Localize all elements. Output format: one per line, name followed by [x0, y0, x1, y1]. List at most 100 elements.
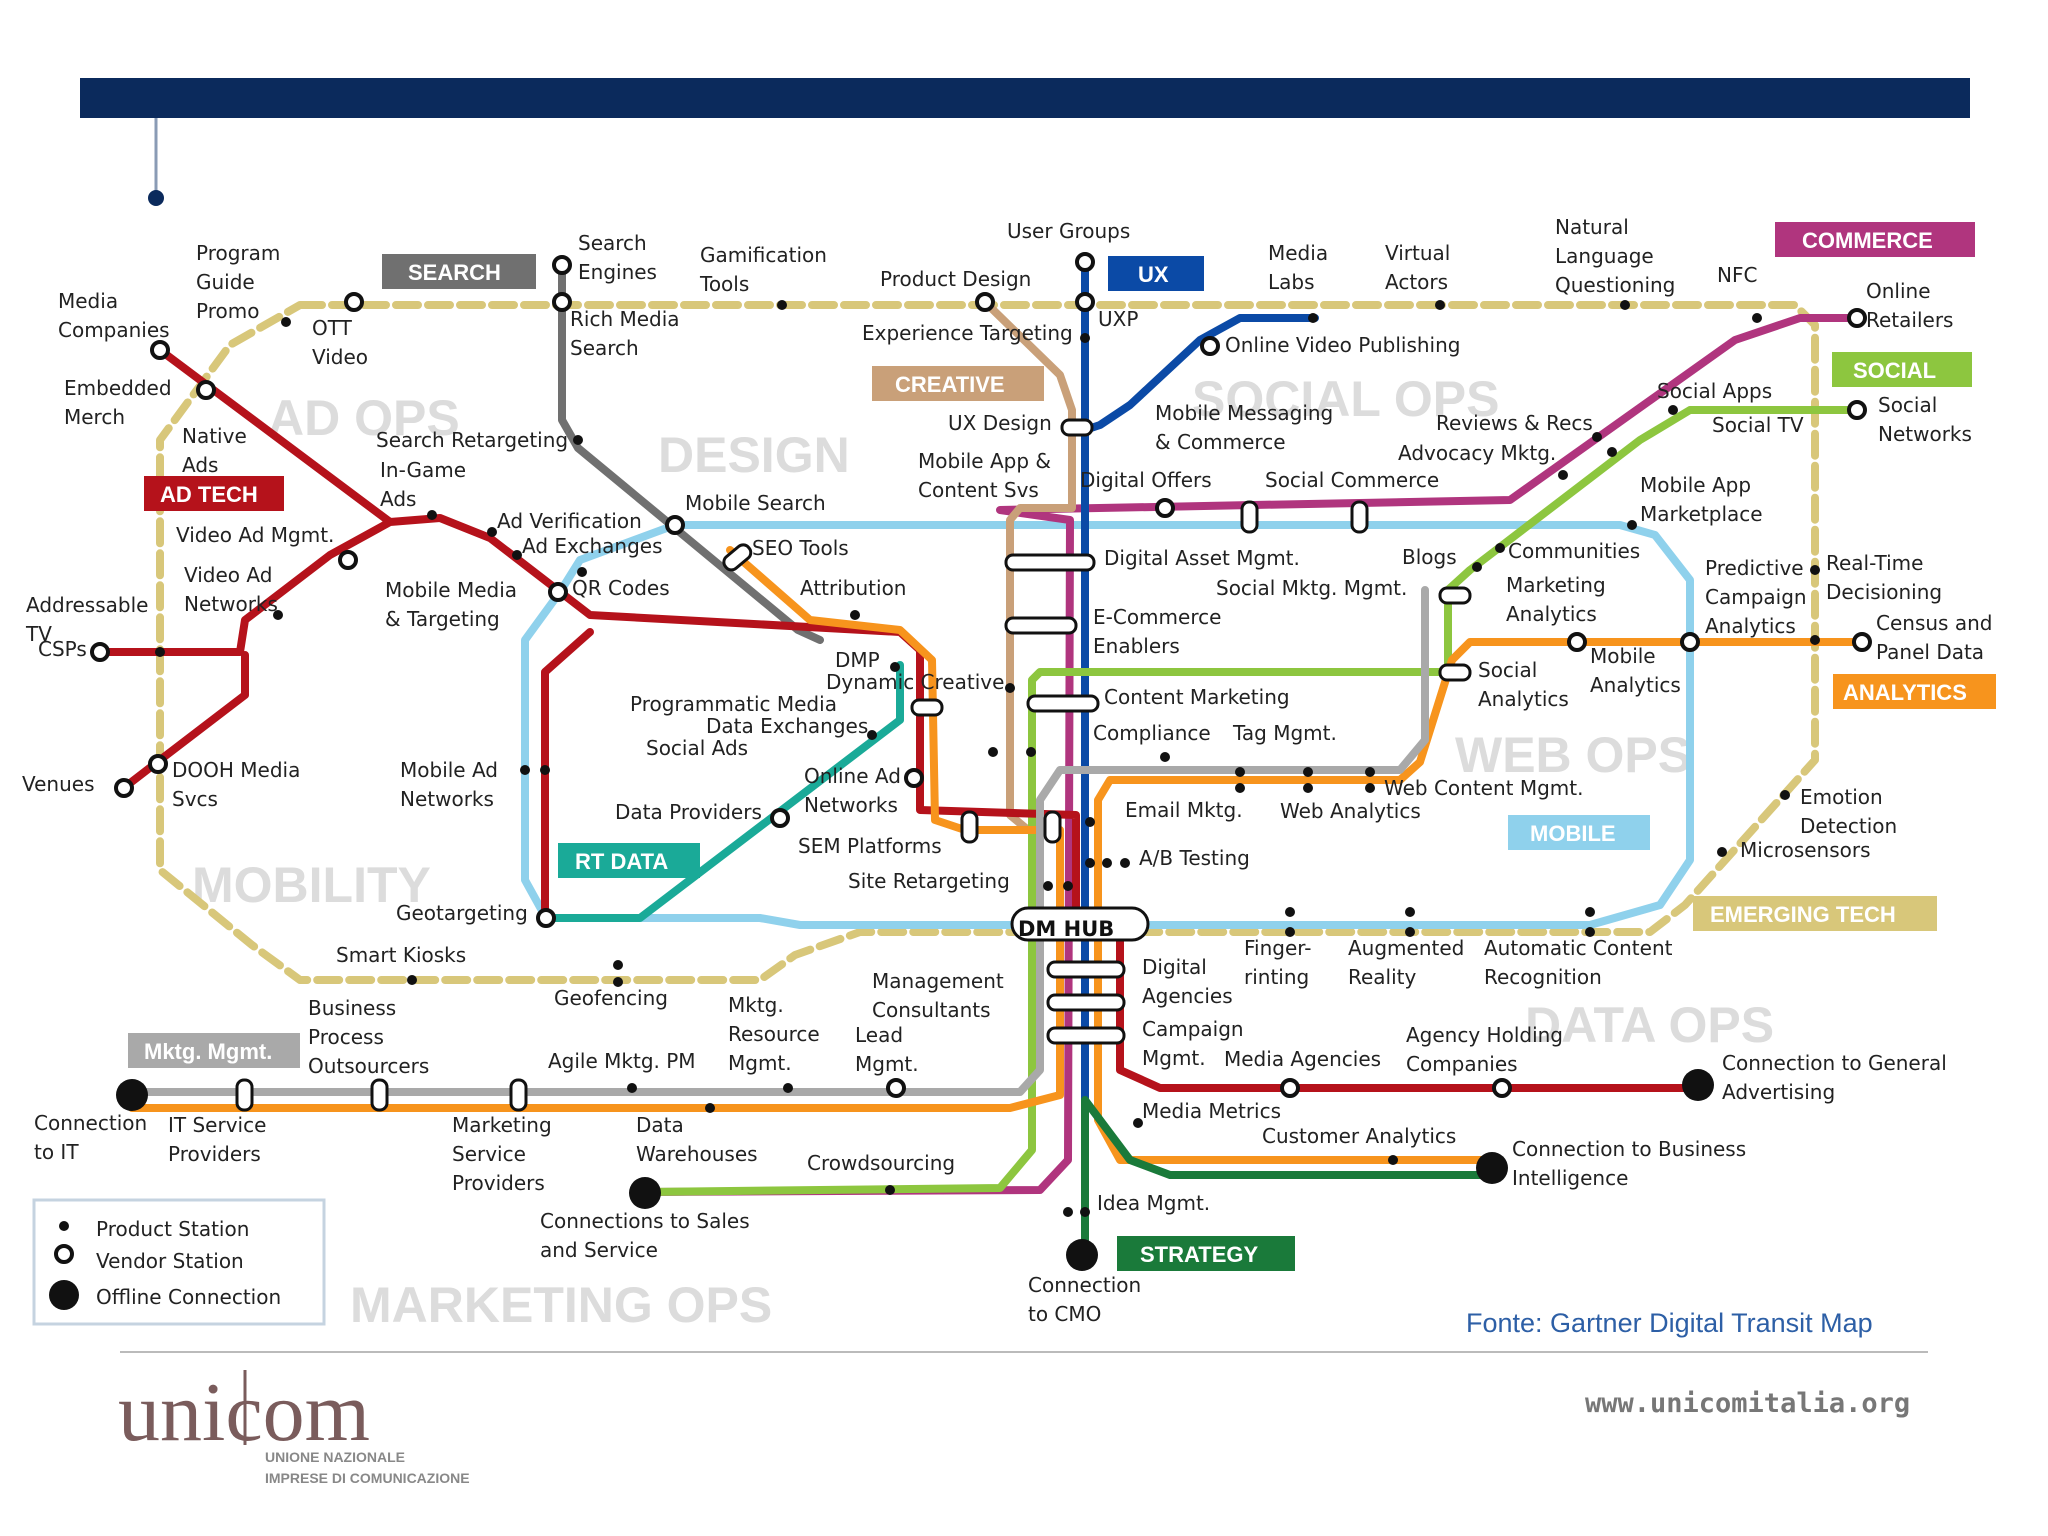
zone-design: DESIGN [658, 427, 850, 483]
product-station [1005, 683, 1015, 693]
product-station [1133, 1118, 1143, 1128]
vendor-station [1075, 292, 1095, 312]
vendor-station [552, 255, 572, 275]
product-station [540, 765, 550, 775]
website-link[interactable]: www.unicomitalia.org [1585, 1388, 1910, 1419]
vendor-station [1075, 252, 1095, 272]
product-station [1080, 1207, 1090, 1217]
product-station [573, 435, 583, 445]
dm-hub [1010, 906, 1150, 942]
product-station [1592, 432, 1602, 442]
station-label-finger-printing: Finger-rinting [1244, 936, 1311, 989]
station-label-dmp: DMP [835, 648, 880, 672]
product-station [512, 550, 522, 560]
vendor-station [536, 908, 556, 928]
product-station [1405, 907, 1415, 917]
station-label-communities: Communities [1508, 539, 1640, 563]
vendor-station [548, 582, 568, 602]
product-station [1085, 858, 1095, 868]
station-label-digital-asset-mgmt: Digital Asset Mgmt. [1104, 546, 1300, 570]
product-station [1780, 790, 1790, 800]
vendor-station [114, 778, 134, 798]
station-label-csps: CSPs [38, 637, 87, 661]
station-label-digital-offers: Digital Offers [1080, 468, 1212, 492]
header-bar [80, 78, 1970, 118]
product-station [1472, 562, 1482, 572]
interchange [1240, 500, 1259, 534]
product-station [1235, 783, 1245, 793]
station-label-online-video-publishing: Online Video Publishing [1225, 333, 1460, 357]
vendor-station [1280, 1078, 1300, 1098]
offline-connections [116, 1069, 1714, 1271]
vendor-station [1567, 632, 1587, 652]
product-station [1102, 858, 1112, 868]
vendor-station [1155, 498, 1175, 518]
line-creative [981, 298, 1076, 836]
badge-strategy-label: STRATEGY [1140, 1242, 1258, 1267]
interchange [509, 1078, 528, 1112]
station-label-a-b-testing: A/B Testing [1139, 846, 1250, 870]
station-label-web-analytics: Web Analytics [1280, 799, 1421, 823]
vendor-station [1852, 632, 1872, 652]
product-station [407, 975, 417, 985]
station-label-social-apps: Social Apps [1657, 379, 1772, 403]
dm-hub-label: DM HUB [1018, 917, 1114, 941]
badge-ux [1108, 256, 1204, 291]
vendor-station [1492, 1078, 1512, 1098]
badge-analytics [1833, 674, 1996, 709]
offline-connection [1066, 1239, 1098, 1271]
station-label-smart-kiosks: Smart Kiosks [336, 943, 466, 967]
station-label-blogs: Blogs [1402, 545, 1457, 569]
interchange [1438, 663, 1472, 682]
unicom-logo: unicom UNIONE NAZIONALE IMPRESE DI COMUN… [118, 1366, 470, 1486]
product-station [1085, 817, 1095, 827]
product-station [885, 1185, 895, 1195]
line-strategy [1081, 1096, 1499, 1259]
badge-social-label: SOCIAL [1853, 358, 1936, 383]
product-station [577, 567, 587, 577]
station-label-crowdsourcing: Crowdsourcing [807, 1151, 955, 1175]
badge-ad-tech-label: AD TECH [160, 482, 258, 507]
legend-product-label: Product Station [96, 1217, 249, 1241]
vendor-station [1200, 336, 1220, 356]
product-station [1285, 907, 1295, 917]
product-station [850, 610, 860, 620]
product-station [613, 977, 623, 987]
station-label-attribution: Attribution [800, 576, 906, 600]
station-label-ux-design: UX Design [948, 411, 1052, 435]
interchanges [235, 418, 1472, 1112]
line-ad-tech [96, 346, 1704, 1092]
offline-connection [629, 1177, 661, 1209]
interchange [370, 1078, 389, 1112]
interchange [1046, 1026, 1126, 1045]
station-label-search-retargeting: Search Retargeting [376, 428, 568, 452]
product-station [705, 1103, 715, 1113]
line-search [558, 261, 824, 644]
station-label-geotargeting: Geotargeting [396, 901, 528, 925]
vendor-station [338, 550, 358, 570]
product-station [281, 317, 291, 327]
product-station [1810, 635, 1820, 645]
product-station [1043, 881, 1053, 891]
vendor-station [196, 380, 216, 400]
badge-mktg-mgmt [128, 1033, 300, 1068]
interchange [1046, 993, 1126, 1012]
product-station [1080, 333, 1090, 343]
station-label-uxp: UXP [1098, 307, 1138, 331]
product-station [1717, 847, 1727, 857]
